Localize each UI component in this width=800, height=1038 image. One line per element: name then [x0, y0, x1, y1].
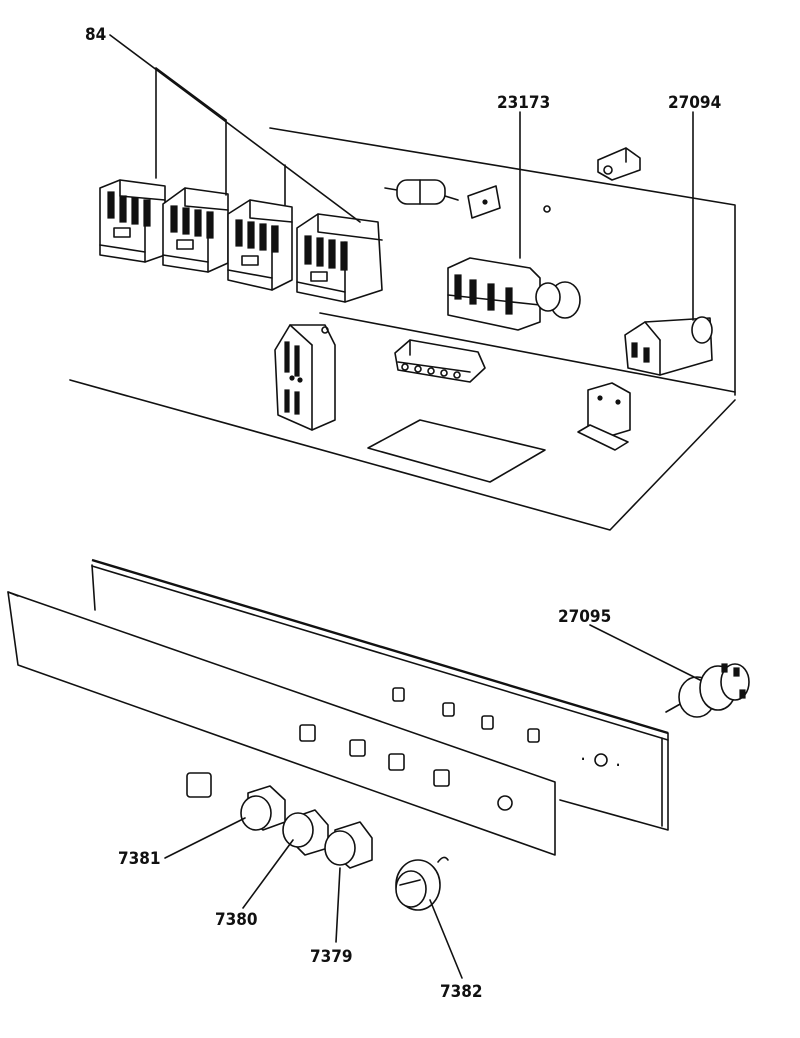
callout-23173: 23173: [497, 93, 550, 113]
callout-7381: 7381: [118, 849, 161, 869]
pilot-light-7381: [240, 785, 286, 831]
leader-lines: [109, 34, 701, 979]
mounting-hole: [543, 205, 551, 213]
control-relay: [447, 257, 581, 331]
pilot-light-7380: [282, 809, 329, 856]
callout-7380: 7380: [215, 910, 258, 930]
contactor-3: [227, 199, 293, 291]
terminal-plate: [467, 185, 501, 219]
callout-27095: 27095: [558, 607, 611, 627]
callout-7379: 7379: [310, 947, 353, 967]
callout-27094: 27094: [668, 93, 721, 113]
capacitor: [624, 316, 713, 376]
contactor-4: [296, 213, 383, 303]
rotary-switch: [665, 663, 750, 718]
callout-7382: 7382: [440, 982, 483, 1002]
svg-text:·: ·: [581, 752, 585, 766]
svg-text:·: ·: [616, 758, 620, 772]
contactor-group: [99, 179, 383, 303]
terminal-strip: [394, 339, 486, 383]
fuse-holder: [597, 147, 641, 181]
control-knob: [395, 856, 449, 911]
front-panel: [7, 591, 556, 856]
cylinder-component: [384, 179, 459, 205]
angle-bracket: [577, 382, 631, 451]
terminal-block: [274, 324, 336, 431]
contactor-1: [99, 179, 166, 263]
contactor-2: [162, 187, 229, 273]
lens-cover: [186, 772, 212, 798]
callout-84: 84: [85, 25, 106, 45]
rear-panel: · ·: [91, 558, 669, 831]
pilot-light-7379: [324, 821, 373, 869]
mounting-plate: [69, 127, 736, 531]
